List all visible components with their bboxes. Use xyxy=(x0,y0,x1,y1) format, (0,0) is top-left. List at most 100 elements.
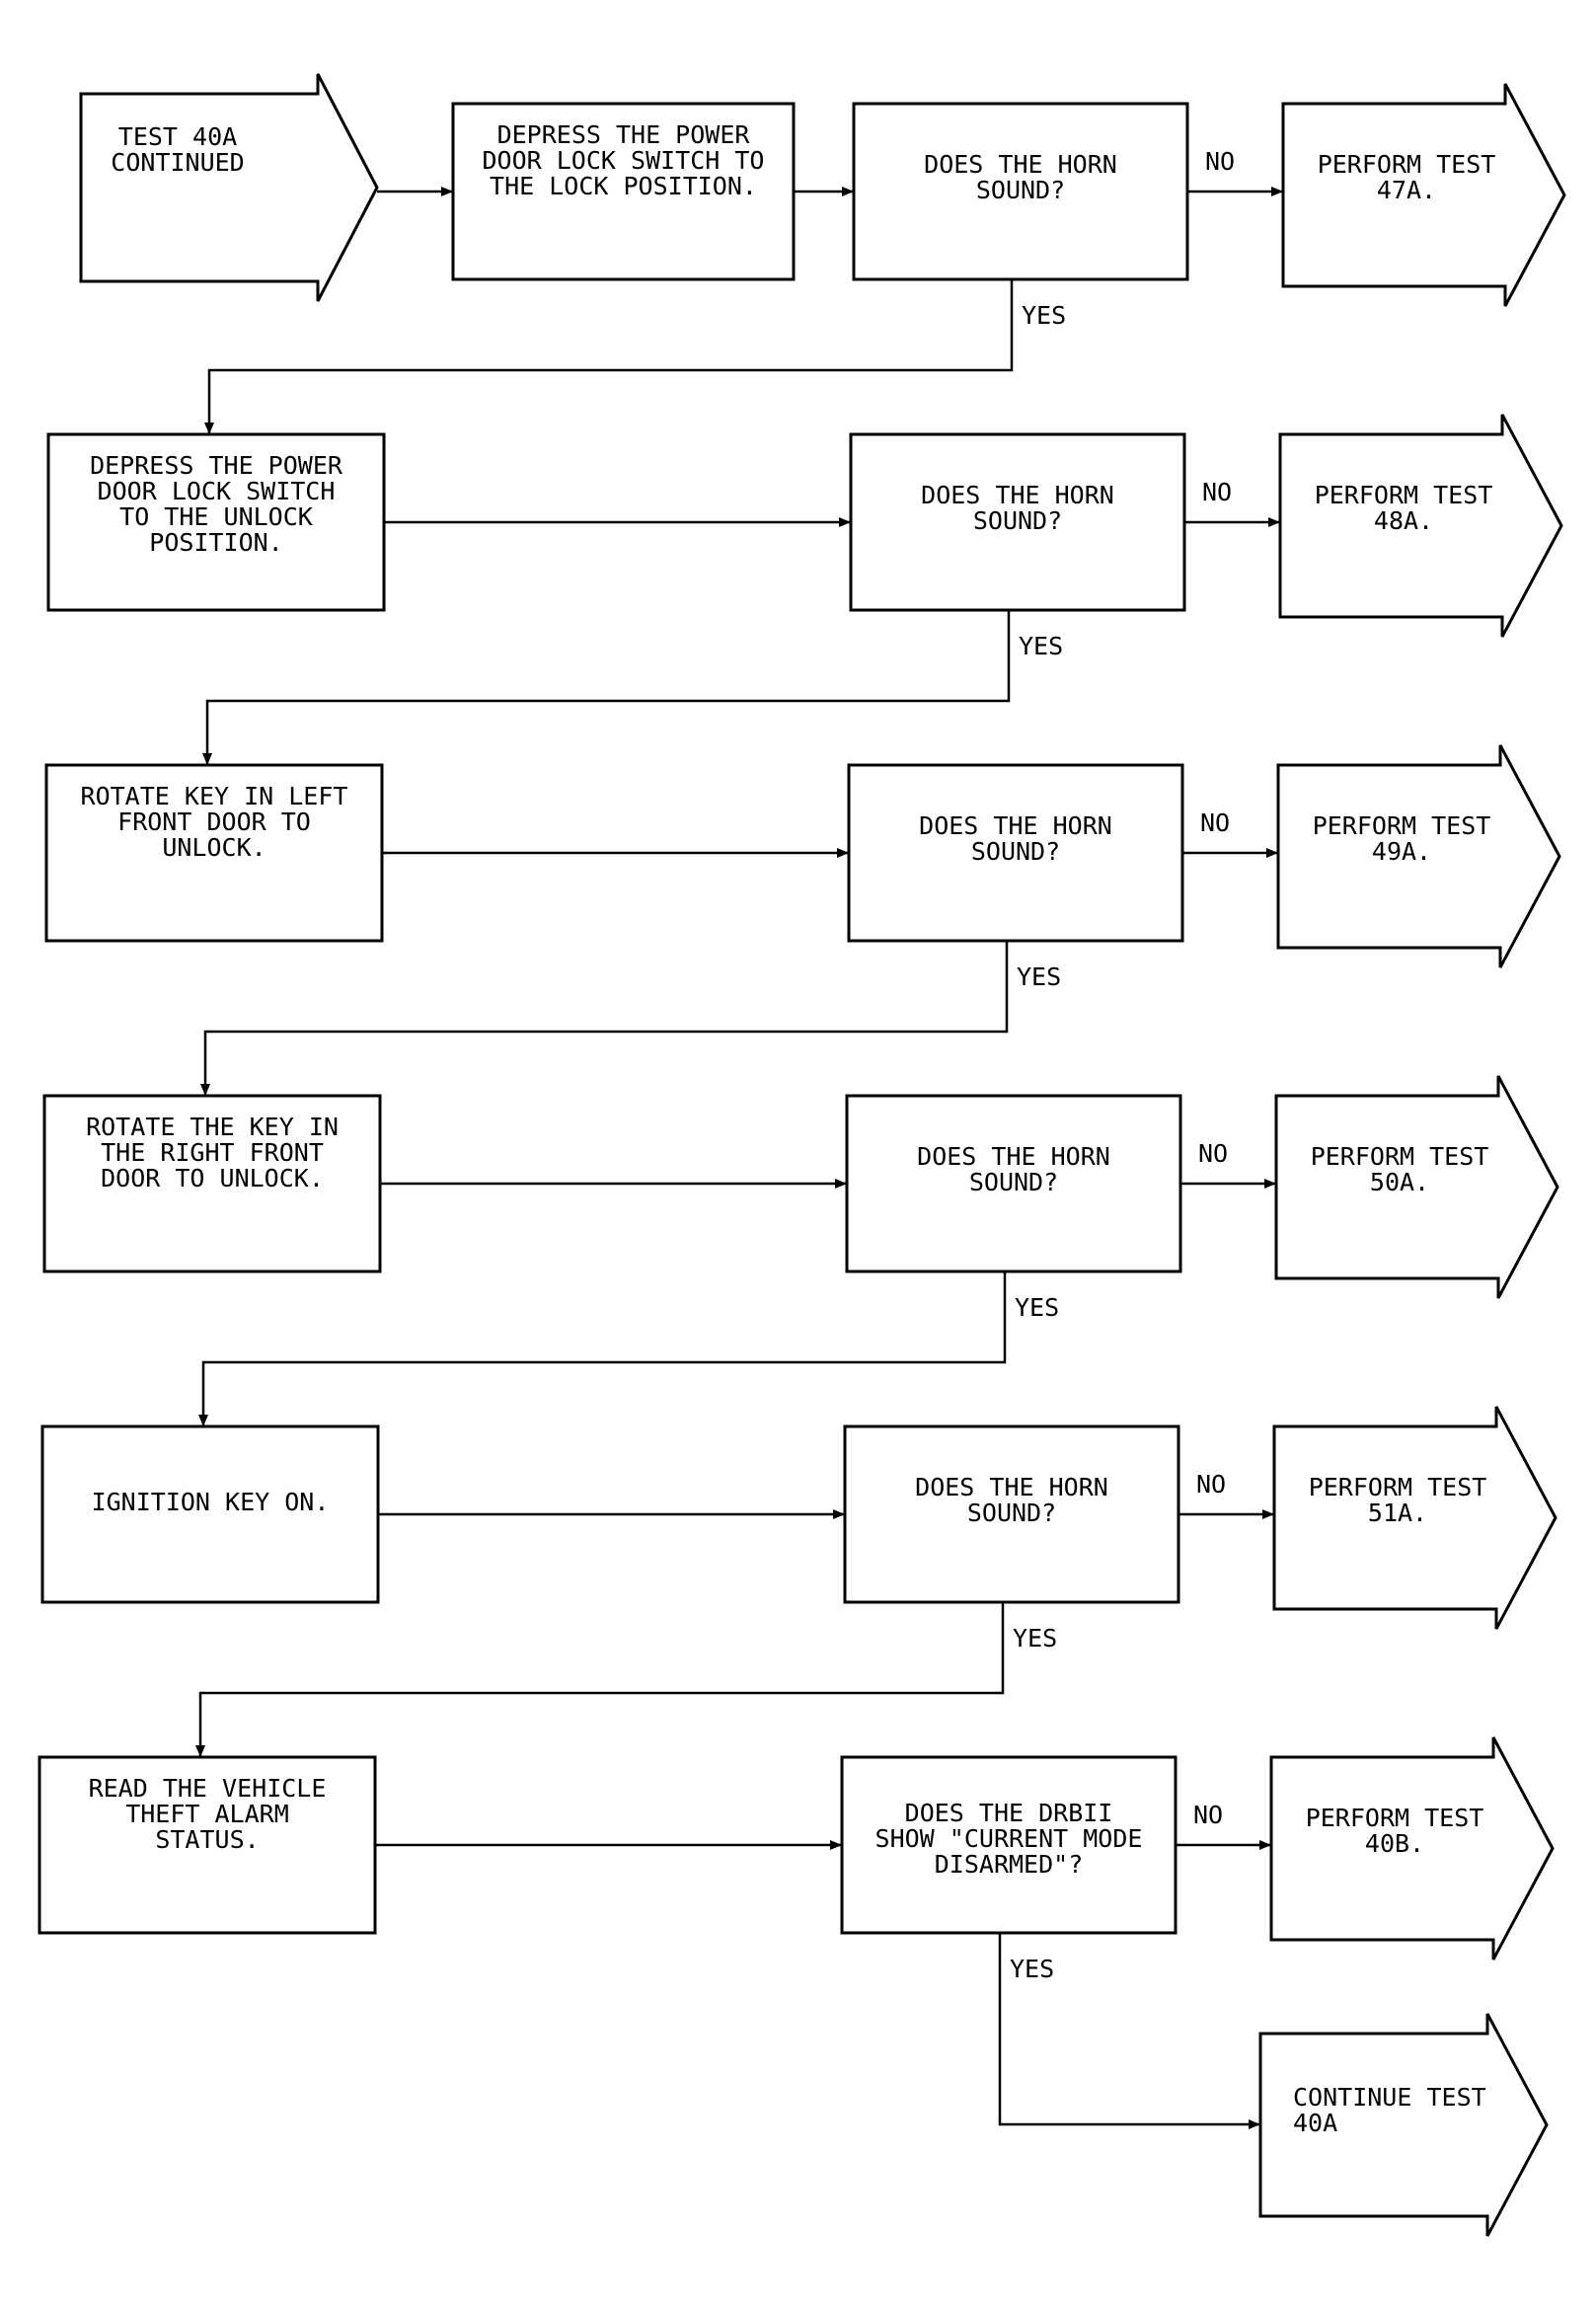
decision-label-3: SOUND? xyxy=(971,837,1060,866)
arrowhead xyxy=(200,1084,210,1096)
result-label-4: 50A. xyxy=(1370,1168,1429,1196)
arrowhead xyxy=(1266,848,1278,858)
no-label-3: NO xyxy=(1200,808,1230,837)
action-label-4: ROTATE THE KEY IN xyxy=(86,1113,339,1141)
decision-box-5 xyxy=(843,1424,1180,1604)
yes-label-2: YES xyxy=(1019,632,1063,660)
arrowhead xyxy=(1268,517,1280,527)
result-arrow-5 xyxy=(1272,1406,1558,1630)
end-arrow xyxy=(1258,2013,1549,2237)
arrowhead xyxy=(204,423,214,434)
arrowhead xyxy=(833,1509,845,1519)
result-label-5: 51A. xyxy=(1368,1499,1427,1527)
arrowhead xyxy=(198,1415,208,1426)
action-box-1 xyxy=(451,102,796,281)
connector-yes-5 xyxy=(198,1602,1005,1757)
result-label-1: PERFORM TEST xyxy=(1318,150,1496,179)
decision-label-5: DOES THE HORN xyxy=(915,1473,1108,1501)
result-arrow-2 xyxy=(1278,414,1563,638)
arrowhead xyxy=(837,848,849,858)
decision-label-6: SHOW "CURRENT MODE xyxy=(875,1824,1143,1853)
connector-yes-1 xyxy=(207,279,1014,434)
action-label-3: ROTATE KEY IN LEFT xyxy=(81,782,348,810)
yes-label-3: YES xyxy=(1017,962,1061,991)
action-label-4: DOOR TO UNLOCK. xyxy=(101,1164,324,1192)
action-box-4 xyxy=(42,1094,382,1273)
action-box-2 xyxy=(46,432,386,612)
arrowhead xyxy=(839,517,851,527)
no-label-5: NO xyxy=(1196,1470,1226,1499)
no-label-4: NO xyxy=(1198,1139,1228,1168)
result-label-6: 40B. xyxy=(1365,1829,1424,1858)
action-label-3: UNLOCK. xyxy=(162,833,266,862)
decision-box-3 xyxy=(847,763,1184,943)
action-label-4: THE RIGHT FRONT xyxy=(101,1138,324,1167)
action-label-2: TO THE UNLOCK xyxy=(119,502,313,531)
action-label-2: DOOR LOCK SWITCH xyxy=(98,477,336,505)
start-label: TEST 40A xyxy=(118,122,237,151)
yes-label-6: YES xyxy=(1010,1955,1054,1983)
arrowhead xyxy=(441,187,453,196)
action-label-2: POSITION. xyxy=(149,528,282,557)
decision-label-2: DOES THE HORN xyxy=(921,481,1114,509)
connector-yes-3 xyxy=(203,941,1009,1096)
result-label-3: PERFORM TEST xyxy=(1313,811,1491,840)
arrowhead xyxy=(1249,2119,1260,2129)
action-label-1: THE LOCK POSITION. xyxy=(490,172,757,200)
arrowhead xyxy=(830,1840,842,1850)
arrowhead xyxy=(842,187,854,196)
yes-label-1: YES xyxy=(1022,301,1066,330)
action-box-3 xyxy=(44,763,384,943)
decision-label-5: SOUND? xyxy=(967,1499,1056,1527)
decision-label-4: DOES THE HORN xyxy=(917,1142,1110,1171)
action-label-6: THEFT ALARM xyxy=(125,1800,289,1828)
action-label-1: DEPRESS THE POWER xyxy=(497,120,751,149)
result-label-2: 48A. xyxy=(1374,506,1433,535)
yes-label-4: YES xyxy=(1015,1293,1059,1322)
no-label-6: NO xyxy=(1193,1801,1223,1829)
result-label-2: PERFORM TEST xyxy=(1315,481,1493,509)
action-label-3: FRONT DOOR TO xyxy=(117,807,311,836)
action-label-1: DOOR LOCK SWITCH TO xyxy=(483,146,765,175)
decision-label-3: DOES THE HORN xyxy=(919,811,1112,840)
connector-yes-4 xyxy=(201,1271,1007,1426)
decision-box-1 xyxy=(852,102,1189,281)
arrowhead xyxy=(1271,187,1283,196)
arrowhead xyxy=(835,1179,847,1189)
no-label-2: NO xyxy=(1202,478,1232,506)
start-arrow xyxy=(79,73,379,302)
action-label-5: IGNITION KEY ON. xyxy=(92,1488,330,1516)
decision-label-4: SOUND? xyxy=(969,1168,1058,1196)
result-label-5: PERFORM TEST xyxy=(1309,1473,1487,1501)
arrowhead xyxy=(1264,1179,1276,1189)
yes-label-5: YES xyxy=(1013,1624,1057,1653)
decision-label-1: DOES THE HORN xyxy=(924,150,1117,179)
action-label-6: READ THE VEHICLE xyxy=(89,1774,327,1803)
end-label: 40A xyxy=(1293,2109,1337,2137)
result-label-1: 47A. xyxy=(1377,176,1436,204)
arrowhead xyxy=(195,1745,205,1757)
result-arrow-6 xyxy=(1269,1736,1555,1961)
decision-box-4 xyxy=(845,1094,1182,1273)
result-label-3: 49A. xyxy=(1372,837,1431,866)
action-label-2: DEPRESS THE POWER xyxy=(90,451,343,480)
connector-yes-6 xyxy=(998,1933,1260,2126)
decision-label-2: SOUND? xyxy=(973,506,1062,535)
connector-yes-2 xyxy=(205,610,1011,765)
result-label-6: PERFORM TEST xyxy=(1306,1804,1484,1832)
action-box-6 xyxy=(38,1755,377,1935)
action-box-5 xyxy=(40,1424,380,1604)
result-label-4: PERFORM TEST xyxy=(1311,1142,1489,1171)
action-label-6: STATUS. xyxy=(155,1825,259,1854)
result-arrow-4 xyxy=(1274,1075,1559,1299)
decision-box-6 xyxy=(840,1755,1178,1935)
arrowhead xyxy=(1262,1509,1274,1519)
decision-label-1: SOUND? xyxy=(976,176,1065,204)
start-label: CONTINUED xyxy=(111,148,244,177)
end-label: CONTINUE TEST xyxy=(1293,2083,1486,2112)
result-arrow-1 xyxy=(1281,83,1566,307)
arrowhead xyxy=(1259,1840,1271,1850)
no-label-1: NO xyxy=(1205,147,1235,176)
result-arrow-3 xyxy=(1276,744,1561,968)
